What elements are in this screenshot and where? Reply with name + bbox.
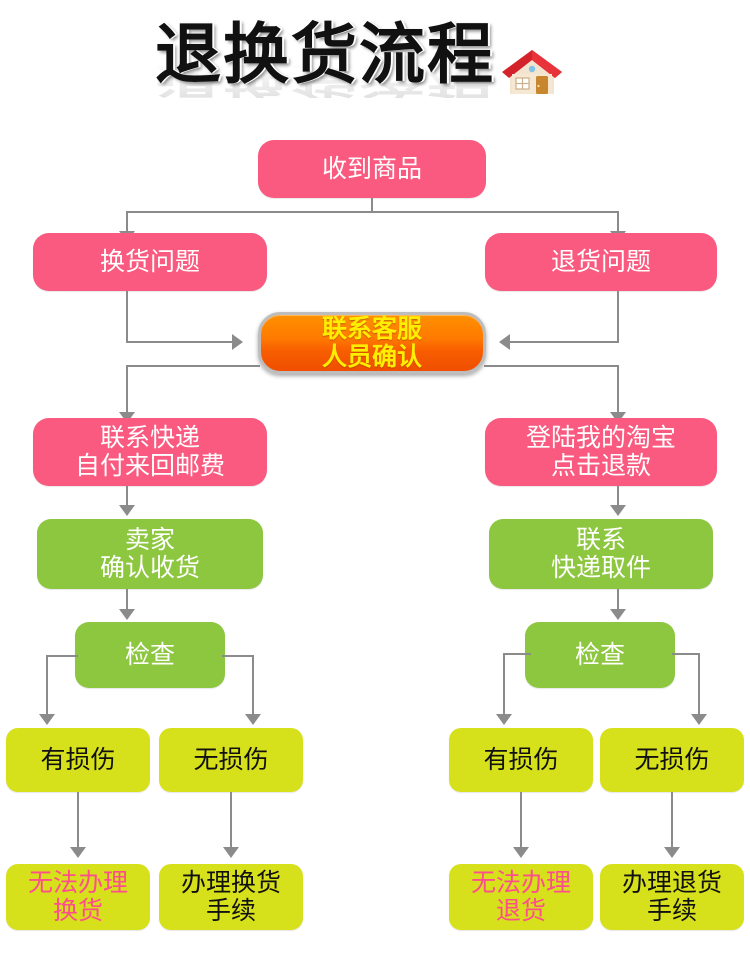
connector-inspect-right-out-right — [672, 653, 700, 655]
node-process-return[interactable]: 办理退货 手续 — [600, 864, 744, 930]
connector-inspect-left-out-right — [222, 655, 254, 657]
connector-damaged-right-down — [520, 792, 522, 850]
connector-center-down-left — [126, 365, 128, 415]
page-header: 退换货流程 退换货流程 — [0, 0, 750, 140]
node-cannot-exchange[interactable]: 无法办理 换货 — [6, 864, 150, 930]
connector-damaged-left-down — [77, 792, 79, 850]
connector-center-down-right — [617, 365, 619, 415]
arrow-center-to-left-col — [119, 412, 135, 423]
connector-start-split — [126, 211, 618, 213]
node-seller-confirm-receipt[interactable]: 卖家 确认收货 — [37, 519, 263, 589]
connector-undamaged-left-down — [230, 792, 232, 850]
node-contact-courier[interactable]: 联系快递 自付来回邮费 — [33, 418, 267, 486]
connector-undamaged-right-down — [671, 792, 673, 850]
connector-center-out-left — [126, 365, 260, 367]
node-inspect-left[interactable]: 检查 — [75, 622, 225, 688]
arrow-inspect-right-to-damaged — [496, 714, 512, 725]
page-title: 退换货流程 — [155, 16, 495, 93]
node-return-issue[interactable]: 退货问题 — [485, 233, 717, 291]
connector-start-to-right — [617, 211, 619, 235]
arrow-inspect-left-to-undamaged — [245, 714, 261, 725]
connector-left-step2-down — [126, 589, 128, 612]
arrow-damaged-left-down — [70, 847, 86, 858]
arrow-left-branch-to-center — [232, 334, 243, 350]
arrow-damaged-right-down — [513, 847, 529, 858]
node-contact-customer-service[interactable]: 联系客服 人员确认 — [258, 312, 486, 374]
arrow-right-branch-to-center — [499, 334, 510, 350]
connector-inspect-left-out-left — [46, 655, 78, 657]
arrow-inspect-right-to-undamaged — [691, 714, 707, 725]
arrow-undamaged-left-down — [223, 847, 239, 858]
arrow-center-to-right-col — [610, 412, 626, 423]
node-receive-product[interactable]: 收到商品 — [258, 140, 486, 198]
node-login-taobao-refund[interactable]: 登陆我的淘宝 点击退款 — [485, 418, 717, 486]
connector-right-step1-down — [617, 486, 619, 508]
connector-left-step1-down — [126, 486, 128, 508]
connector-inspect-left-down-left — [46, 655, 48, 717]
connector-inspect-left-down-right — [252, 655, 254, 717]
node-undamaged-left[interactable]: 无损伤 — [159, 728, 303, 792]
connector-left-branch-down — [126, 291, 128, 342]
connector-right-branch-to-center — [510, 341, 619, 343]
node-cannot-return[interactable]: 无法办理 退货 — [449, 864, 593, 930]
arrow-left-step1-down — [119, 505, 135, 516]
connector-start-to-left — [126, 211, 128, 235]
connector-start-down — [371, 198, 373, 212]
arrow-right-step2-down — [610, 609, 626, 620]
arrow-right-step1-down — [610, 505, 626, 516]
connector-center-out-right — [484, 365, 618, 367]
connector-right-branch-down — [617, 291, 619, 342]
arrow-left-step2-down — [119, 609, 135, 620]
house-icon — [502, 50, 562, 94]
arrow-inspect-left-to-damaged — [39, 714, 55, 725]
arrow-undamaged-right-down — [664, 847, 680, 858]
node-inspect-right[interactable]: 检查 — [525, 622, 675, 688]
connector-inspect-right-down-right — [698, 653, 700, 717]
node-courier-pickup[interactable]: 联系 快递取件 — [489, 519, 713, 589]
node-damaged-right[interactable]: 有损伤 — [449, 728, 593, 792]
connector-right-step2-down — [617, 589, 619, 612]
node-process-exchange[interactable]: 办理换货 手续 — [159, 864, 303, 930]
connector-inspect-right-down-left — [503, 653, 505, 717]
node-damaged-left[interactable]: 有损伤 — [6, 728, 150, 792]
connector-left-branch-to-center — [126, 341, 234, 343]
node-undamaged-right[interactable]: 无损伤 — [600, 728, 744, 792]
node-exchange-issue[interactable]: 换货问题 — [33, 233, 267, 291]
connector-inspect-right-out-left — [503, 653, 531, 655]
